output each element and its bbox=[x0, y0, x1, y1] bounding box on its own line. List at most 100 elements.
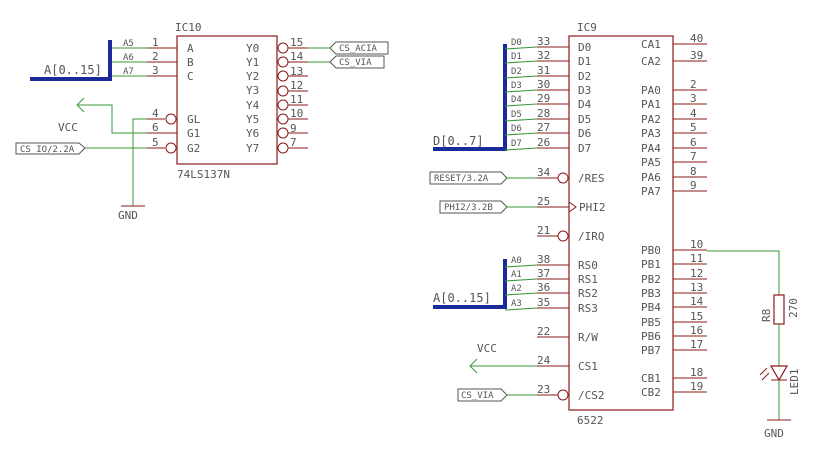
ic9-pin-26-name: D7 bbox=[578, 142, 591, 155]
ic10-pin-1-name: A bbox=[187, 42, 194, 55]
ic9-net-a1: A1 bbox=[511, 270, 522, 280]
ic9-net-d5: D5 bbox=[511, 110, 522, 120]
ic9-net-d7: D7 bbox=[511, 139, 522, 149]
ic9-pin-33-name: D0 bbox=[578, 41, 591, 54]
ic10-gnd-label: GND bbox=[118, 209, 138, 222]
ic9-pin-21-bubble bbox=[557, 230, 569, 242]
ic10-pin-3-name: C bbox=[187, 70, 194, 83]
ic9-pin-2-num: 2 bbox=[690, 78, 697, 91]
ic9-pin-ca2-name: CA2 bbox=[641, 55, 661, 68]
ic9-pin-pb0-name: PB0 bbox=[641, 244, 661, 257]
ic9-pin-38-num: 38 bbox=[537, 253, 550, 266]
ic10-value: 74LS137N bbox=[177, 168, 230, 181]
ic9-pin-36-num: 36 bbox=[537, 281, 550, 294]
flag-phi2 bbox=[439, 200, 508, 214]
ic9-pin-32-num: 32 bbox=[537, 49, 550, 62]
ic9-pin-38-name: RS0 bbox=[578, 259, 598, 272]
ic9-pin-27-num: 27 bbox=[537, 121, 550, 134]
ic9-pin-19-num: 19 bbox=[690, 380, 703, 393]
r8-value: 270 bbox=[787, 298, 800, 318]
ic9-pin-21-name: /IRQ bbox=[578, 230, 605, 243]
ic9-pin-25-name: PHI2 bbox=[579, 201, 606, 214]
flag-cs-via-in bbox=[457, 388, 508, 402]
flag-cs-io-label: CS_IO/2.2A bbox=[20, 145, 75, 155]
ic9-pin-35-name: RS3 bbox=[578, 302, 598, 315]
ic9-pin-22-name: R/W bbox=[578, 331, 598, 344]
ic9-pin-34-num: 34 bbox=[537, 166, 551, 179]
ic10-outputs: Y0 Y1 Y2 Y3 Y4 Y5 Y6 Y7 15 14 13 12 11 1… bbox=[246, 36, 308, 155]
ic9-pin-cb1-name: CB1 bbox=[641, 372, 661, 385]
ic10-net-a5: A5 bbox=[123, 39, 134, 49]
ic10-y6-num: 9 bbox=[290, 122, 297, 135]
ic10-bus-label: A[0..15] bbox=[44, 63, 102, 77]
ic10-pin-6-name: G1 bbox=[187, 127, 200, 140]
ic10-y7-name: Y7 bbox=[246, 142, 259, 155]
ic9-pin-29-num: 29 bbox=[537, 92, 550, 105]
ic9-pin-3-num: 3 bbox=[690, 92, 697, 105]
ic9-pin-4-num: 4 bbox=[690, 107, 697, 120]
ic9-pin-pb4-name: PB4 bbox=[641, 301, 661, 314]
flag-cs-io bbox=[15, 142, 86, 155]
led1-diode bbox=[769, 365, 789, 382]
ic9-ref: IC9 bbox=[577, 21, 597, 34]
clock-symbol bbox=[568, 201, 577, 213]
ic9-pin-34-name: /RES bbox=[578, 172, 605, 185]
ic9-pin-pa5-name: PA5 bbox=[641, 156, 661, 169]
ic9-pin-29-name: D4 bbox=[578, 98, 592, 111]
ic9-pin-pa0-name: PA0 bbox=[641, 84, 661, 97]
ic9-pin-23-num: 23 bbox=[537, 383, 550, 396]
r8-ref: R8 bbox=[760, 309, 773, 322]
ic9-pin-pa2-name: PA2 bbox=[641, 113, 661, 126]
ic9-pin-pb2-name: PB2 bbox=[641, 273, 661, 286]
ic9-pin-18-num: 18 bbox=[690, 366, 703, 379]
ic9-pin-7-num: 7 bbox=[690, 150, 697, 163]
ic9-pin-9-num: 9 bbox=[690, 179, 697, 192]
ic9-address-bus-label: A[0..15] bbox=[433, 291, 491, 305]
ic10-g2-bubble bbox=[165, 142, 177, 154]
ic9-pin-27-name: D6 bbox=[578, 127, 591, 140]
ic9-pin-pb1-name: PB1 bbox=[641, 258, 661, 271]
ic9-pin-37-num: 37 bbox=[537, 267, 550, 280]
ic9-right-pins: 40CA139CA22PA03PA14PA25PA36PA47PA58PA69P… bbox=[641, 32, 707, 399]
ic9-pin-5-num: 5 bbox=[690, 121, 697, 134]
ic10-y6-name: Y6 bbox=[246, 127, 259, 140]
ic9-pin-16-num: 16 bbox=[690, 324, 703, 337]
ic10-pin-2-num: 2 bbox=[152, 50, 159, 63]
ic10-pin-4-num: 4 bbox=[152, 107, 159, 120]
flag-phi2-label: PHI2/3.2B bbox=[444, 203, 493, 213]
ic9-pin-pa1-name: PA1 bbox=[641, 98, 661, 111]
ic9-value: 6522 bbox=[577, 414, 604, 427]
flag-cs-via-out bbox=[329, 55, 385, 69]
ic10-y2-num: 13 bbox=[290, 65, 303, 78]
ic10-y4-name: Y4 bbox=[246, 99, 260, 112]
flag-cs-acia-label: CS_ACIA bbox=[339, 44, 378, 54]
ic9-pin-pa3-name: PA3 bbox=[641, 127, 661, 140]
resistor-r8 bbox=[773, 294, 785, 325]
ic10-y4-num: 11 bbox=[290, 93, 303, 106]
ic9-pin-11-num: 11 bbox=[690, 252, 703, 265]
ic10-ref: IC10 bbox=[175, 21, 202, 34]
ic10-y0-num: 15 bbox=[290, 36, 303, 49]
ic9-net-d0: D0 bbox=[511, 38, 522, 48]
ic10-gl-bubble bbox=[165, 113, 177, 125]
ic9-pin-ca1-name: CA1 bbox=[641, 38, 661, 51]
ic9-pin-32-name: D1 bbox=[578, 55, 591, 68]
ic9-pin-22-num: 22 bbox=[537, 325, 550, 338]
ic9-pin-28-name: D5 bbox=[578, 113, 591, 126]
ic10-body bbox=[176, 35, 278, 165]
flag-cs-via-in-label: CS_VIA bbox=[461, 391, 494, 401]
ic9-pin-pa4-name: PA4 bbox=[641, 142, 661, 155]
ic9-pin-pb3-name: PB3 bbox=[641, 287, 661, 300]
ic10-pin-3-num: 3 bbox=[152, 64, 159, 77]
ic9-pin-pb6-name: PB6 bbox=[641, 330, 661, 343]
ic9-pin-30-name: D3 bbox=[578, 84, 591, 97]
ic10-y3-name: Y3 bbox=[246, 84, 259, 97]
ic10-y2-name: Y2 bbox=[246, 70, 259, 83]
ic10-pin-5-num: 5 bbox=[152, 136, 159, 149]
ic10-y3-num: 12 bbox=[290, 79, 303, 92]
ic10-y1-num: 14 bbox=[290, 50, 304, 63]
ic9-net-a0: A0 bbox=[511, 256, 522, 266]
ic9-pin-31-num: 31 bbox=[537, 64, 550, 77]
